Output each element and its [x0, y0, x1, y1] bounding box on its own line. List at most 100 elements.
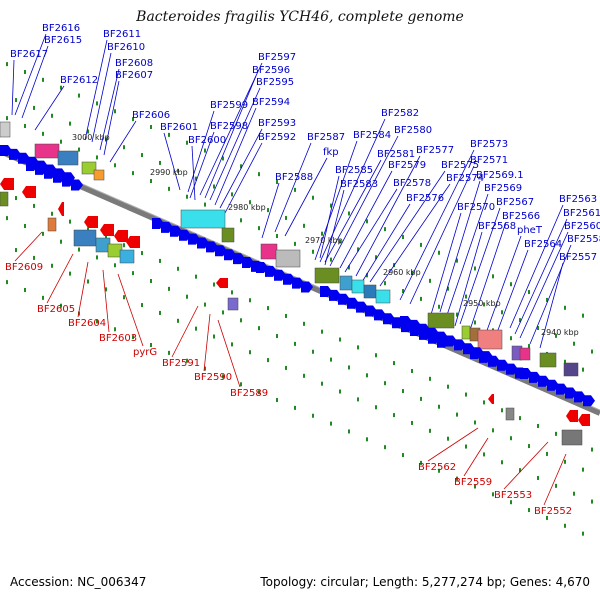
scale-dot: [42, 77, 44, 82]
leader-line: [339, 170, 393, 269]
scale-dot: [51, 113, 53, 118]
scale-dot: [24, 123, 26, 128]
feature-block: [351, 279, 365, 294]
scale-dot: [447, 436, 449, 441]
forward-gene-label: BF2581: [377, 149, 415, 160]
forward-gene-label: BF2588: [275, 172, 313, 183]
scale-dot: [177, 168, 179, 173]
forward-gene-label: BF2576: [406, 193, 444, 204]
forward-gene-label: BF2585: [335, 165, 373, 176]
scale-dot: [258, 172, 260, 177]
scale-dot: [276, 180, 278, 185]
forward-gene-arrow: [583, 395, 595, 407]
scale-dot: [168, 186, 170, 191]
leader-line: [219, 128, 263, 209]
leader-line: [77, 261, 89, 318]
forward-gene-label: BF2557: [559, 252, 597, 263]
scale-dot: [78, 147, 80, 152]
scale-dot: [123, 145, 125, 150]
scale-dot: [159, 310, 161, 315]
feature-block: [561, 429, 583, 446]
scale-dot: [555, 333, 557, 338]
leader-line: [445, 193, 489, 319]
leader-line: [284, 157, 328, 237]
leader-line: [319, 118, 386, 263]
scale-dot: [258, 326, 260, 331]
leader-line: [91, 52, 112, 143]
scale-dot: [60, 85, 62, 90]
forward-gene-label: BF2612: [60, 75, 98, 86]
scale-dot: [492, 492, 494, 497]
forward-gene-label: BF2616: [42, 23, 80, 34]
scale-dot: [285, 365, 287, 370]
scale-dot: [330, 357, 332, 362]
scale-dot: [60, 139, 62, 144]
scale-dot: [150, 343, 152, 347]
feature-block: [73, 229, 97, 247]
leader-line: [224, 142, 263, 214]
scale-dot: [384, 281, 386, 286]
scale-dot: [105, 287, 107, 292]
forward-gene-label: BF2601: [160, 122, 198, 133]
scale-dot: [51, 263, 53, 268]
scale-dot: [231, 192, 233, 197]
scale-dot: [348, 211, 350, 216]
forward-gene-label: BF2596: [252, 65, 290, 76]
scale-dot: [195, 326, 197, 331]
forward-gene-label: BF2608: [115, 58, 153, 69]
reverse-gene-arrow: [84, 216, 98, 228]
leader-line: [369, 170, 446, 283]
scale-dot: [285, 215, 287, 220]
scale-dot: [528, 290, 530, 295]
scale-dot: [249, 350, 251, 355]
scale-dot: [474, 420, 476, 425]
scale-dot: [276, 398, 278, 403]
reverse-gene-arrow: [566, 410, 578, 422]
scale-dot: [24, 69, 26, 74]
feature-block: [339, 275, 353, 291]
forward-gene-label: BF2617: [10, 49, 48, 60]
forward-gene-label: BF2587: [307, 132, 345, 143]
scale-dot: [474, 484, 476, 489]
scale-dot: [321, 381, 323, 386]
leader-line: [14, 231, 43, 262]
scale-dot: [438, 304, 440, 309]
reverse-gene-label: BF2604: [68, 318, 106, 329]
scale-dot: [267, 208, 269, 213]
feature-block: [119, 249, 135, 264]
scale-dot: [186, 194, 188, 199]
leader-line: [214, 107, 257, 206]
scale-dot: [375, 255, 377, 260]
feature-blocks: [0, 121, 583, 446]
scale-dot: [393, 361, 395, 366]
scale-dot: [375, 405, 377, 410]
scale-tick-label: 2980 kbp: [228, 203, 266, 212]
scale-dot: [492, 428, 494, 433]
scale-dot: [582, 367, 584, 372]
scale-dot: [447, 286, 449, 291]
scale-dot: [303, 321, 305, 326]
scale-dot: [501, 460, 503, 465]
leader-line: [454, 231, 483, 327]
scale-dot: [87, 279, 89, 284]
reverse-gene-label: BF2553: [494, 490, 532, 501]
feature-block: [505, 407, 515, 421]
scale-dot: [303, 373, 305, 378]
forward-gene-label: BF2564: [524, 239, 562, 250]
feature-block: [221, 227, 235, 243]
scale-dot: [42, 295, 44, 300]
scale-dot: [465, 392, 467, 397]
leader-line: [484, 235, 522, 337]
forward-gene-label: BF2568: [478, 221, 516, 232]
scale-dot: [456, 412, 458, 417]
leader-line: [314, 140, 358, 261]
feature-block: [477, 329, 503, 350]
leader-line: [379, 183, 451, 287]
feature-block: [275, 249, 301, 268]
forward-gene-label: BF2594: [252, 97, 290, 108]
scale-dot: [501, 310, 503, 315]
feature-block: [0, 121, 11, 138]
scale-dot: [6, 62, 8, 67]
scale-tick-label: 2940 kbp: [541, 328, 579, 337]
scale-dot: [546, 515, 548, 520]
